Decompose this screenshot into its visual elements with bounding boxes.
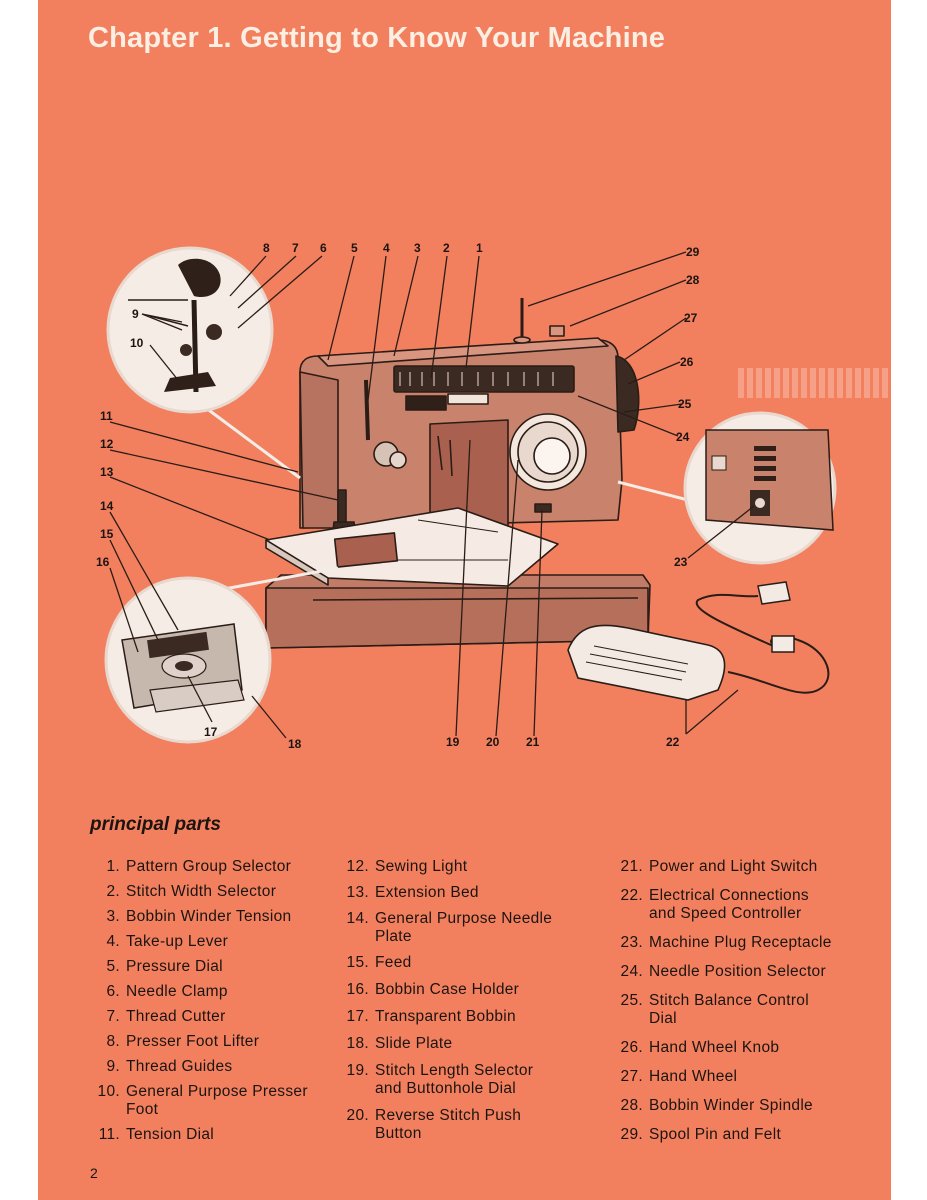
callout-25: 25: [678, 397, 692, 411]
callout-15: 15: [100, 527, 114, 541]
list-item: 18.Slide Plate: [346, 1035, 453, 1052]
parts-list-column-3: 21.Power and Light Switch 22.Electrical …: [613, 858, 888, 1144]
list-item: 15.Feed: [346, 954, 412, 971]
callout-4: 4: [383, 241, 390, 255]
list-item: 4.Take-up Lever: [106, 933, 229, 950]
list-item: 23.Machine Plug Receptacle: [620, 934, 832, 951]
callout-1: 1: [476, 241, 483, 255]
callout-16: 16: [96, 555, 110, 569]
callout-12: 12: [100, 437, 114, 451]
callout-26: 26: [680, 355, 694, 369]
list-item: 6.Needle Clamp: [106, 983, 228, 1000]
list-item: 21.Power and Light Switch: [620, 858, 818, 875]
section-heading: principal parts: [90, 814, 221, 835]
callout-labels: 1 2 3 4 5 6 7 8 9 10 11 12 13 14 15 16 1…: [96, 241, 700, 751]
list-item: 1.Pattern Group Selector: [106, 858, 292, 875]
callout-14: 14: [100, 499, 114, 513]
callout-2: 2: [443, 241, 450, 255]
list-item: 26.Hand Wheel Knob: [620, 1039, 780, 1056]
callout-17: 17: [204, 725, 218, 739]
list-item: 2.Stitch Width Selector: [106, 883, 277, 900]
list-item: 12.Sewing Light: [346, 858, 468, 875]
print-artifact: [738, 368, 888, 398]
list-item: 8.Presser Foot Lifter: [106, 1033, 260, 1050]
callout-18: 18: [288, 737, 302, 751]
zoom-presser-foot: [106, 246, 301, 480]
list-item: 5.Pressure Dial: [106, 958, 223, 975]
callout-3: 3: [414, 241, 421, 255]
list-item: 3.Bobbin Winder Tension: [106, 908, 292, 925]
callout-7: 7: [292, 241, 299, 255]
callout-27: 27: [684, 311, 698, 325]
callout-24: 24: [676, 430, 690, 444]
list-item: 29.Spool Pin and Felt: [620, 1126, 782, 1143]
list-item: 11.Tension Dial: [98, 1126, 215, 1143]
manual-page: Chapter 1. Getting to Know Your Machine: [38, 0, 891, 1200]
callout-6: 6: [320, 241, 327, 255]
zoom-plug-receptacle: [617, 411, 837, 565]
leader-lines: [109, 251, 755, 739]
list-item: 9.Thread Guides: [106, 1058, 233, 1075]
callout-8: 8: [263, 241, 270, 255]
list-item: 24.Needle Position Selector: [620, 963, 826, 980]
sewing-machine-diagram: 1 2 3 4 5 6 7 8 9 10 11 12 13 14 15 16 1…: [96, 241, 837, 751]
parts-list-column-1: 1.Pattern Group Selector 2.Stitch Width …: [90, 858, 360, 1144]
list-item: 28.Bobbin Winder Spindle: [620, 1097, 813, 1114]
sewing-machine-illustration: [265, 298, 651, 649]
list-item: 17.Transparent Bobbin: [346, 1008, 516, 1025]
callout-13: 13: [100, 465, 114, 479]
list-item: 7.Thread Cutter: [106, 1008, 226, 1025]
list-item: 16.Bobbin Case Holder: [346, 981, 520, 998]
zoom-needle-plate: [104, 566, 339, 744]
callout-22: 22: [666, 735, 680, 749]
page-number: 2: [90, 1165, 98, 1181]
list-item: 13.Extension Bed: [346, 884, 479, 901]
parts-list-column-2: 12.Sewing Light 13.Extension Bed 14.Gene…: [339, 858, 599, 1143]
callout-21: 21: [526, 735, 540, 749]
callout-10: 10: [130, 336, 144, 350]
callout-11: 11: [100, 409, 113, 423]
page-title: Chapter 1. Getting to Know Your Machine: [88, 22, 666, 54]
foot-controller: [567, 581, 830, 701]
callout-20: 20: [486, 735, 500, 749]
list-item: 27.Hand Wheel: [620, 1068, 738, 1085]
callout-28: 28: [686, 273, 700, 287]
callout-5: 5: [351, 241, 358, 255]
callout-19: 19: [446, 735, 460, 749]
callout-9: 9: [132, 307, 139, 321]
callout-29: 29: [686, 245, 700, 259]
callout-23: 23: [674, 555, 688, 569]
